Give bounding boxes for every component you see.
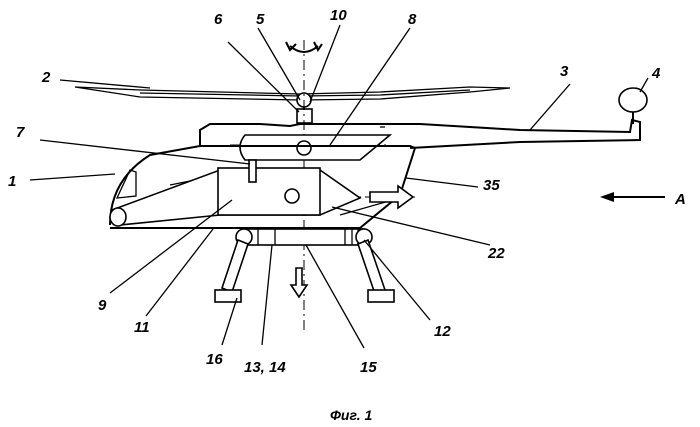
lower-fan-assembly <box>235 228 373 246</box>
label-12: 12 <box>434 323 451 340</box>
label-8: 8 <box>408 11 417 28</box>
label-9: 9 <box>98 297 107 314</box>
label-11: 11 <box>134 319 150 336</box>
downflow-arrow <box>289 267 309 299</box>
exhaust-arrow <box>369 184 415 210</box>
label-35: 35 <box>483 177 500 194</box>
label-16: 16 <box>206 351 223 368</box>
label-4: 4 <box>651 65 661 82</box>
label-15: 15 <box>360 359 377 376</box>
view-arrow-a <box>600 192 665 202</box>
label-3: 3 <box>560 63 569 80</box>
label-7: 7 <box>16 124 25 141</box>
label-6: 6 <box>214 11 223 28</box>
label-10: 10 <box>330 7 347 24</box>
label-22: 22 <box>487 245 505 262</box>
main-rotor-blades <box>74 86 511 101</box>
label-2: 2 <box>41 69 51 86</box>
label-1: 1 <box>8 173 16 190</box>
gearbox-housing <box>239 134 393 161</box>
engine-nacelle <box>109 159 362 227</box>
label-A: A <box>674 191 686 208</box>
tail-boom <box>199 118 641 149</box>
leader-lines <box>29 24 649 349</box>
figure-caption: Фиг. 1 <box>330 407 373 423</box>
label-13-14: 13, 14 <box>244 359 286 376</box>
label-5: 5 <box>256 11 265 28</box>
tail-rotor <box>618 87 648 113</box>
